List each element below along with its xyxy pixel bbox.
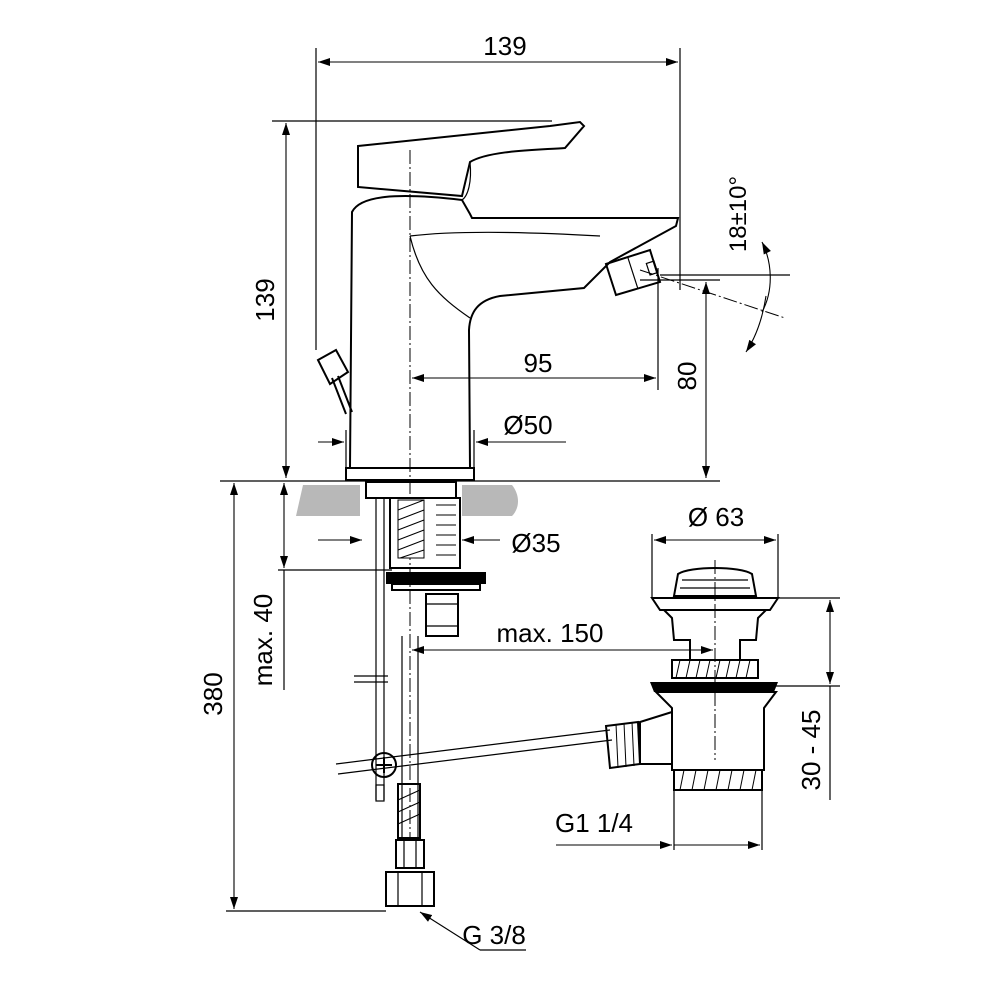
deck-surface xyxy=(220,480,720,516)
dim-pipe-distance: max. 150 xyxy=(497,618,604,648)
dim-nozzle-angle: 18±10° xyxy=(725,176,752,252)
pop-up-knob xyxy=(316,348,353,415)
dim-base-diameter: Ø50 xyxy=(503,410,552,440)
dim-waste-range: 30 - 45 xyxy=(796,710,826,791)
dim-waste-diameter: Ø 63 xyxy=(688,502,744,532)
dim-hole-diameter: Ø35 xyxy=(511,528,560,558)
dim-spout-height: 80 xyxy=(672,362,702,391)
dim-hose-length: 380 xyxy=(198,672,228,715)
dim-deck-thickness: max. 40 xyxy=(248,594,278,687)
dim-waste-thread: G1 1/4 xyxy=(555,808,633,838)
fixing-assembly xyxy=(354,481,486,907)
dim-inlet-thread: G 3/8 xyxy=(462,920,526,950)
waste-fitting xyxy=(604,560,780,791)
dim-overall-width: 139 xyxy=(483,31,526,61)
mixer-body xyxy=(316,120,680,481)
dim-spout-reach: 95 xyxy=(524,348,553,378)
nozzle xyxy=(604,248,662,297)
dim-overall-height: 139 xyxy=(250,278,280,321)
pop-up-linkage xyxy=(335,729,613,778)
